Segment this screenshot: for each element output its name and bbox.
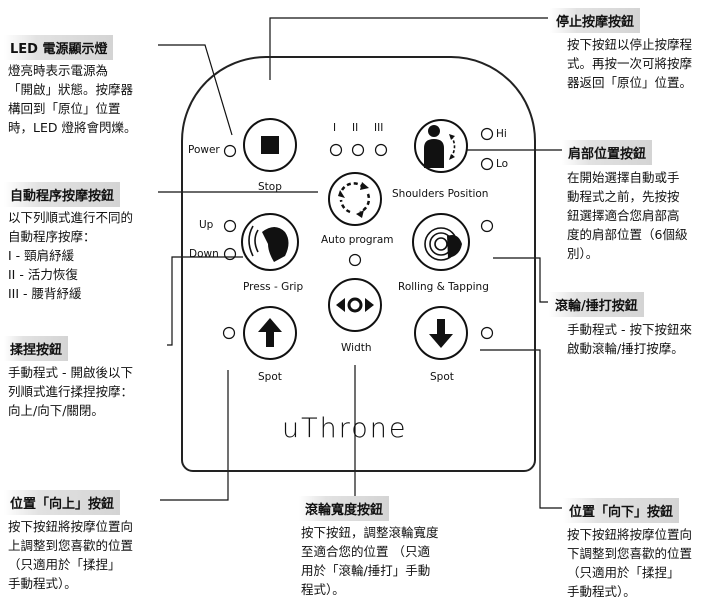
led-description: 燈亮時表示電源為 「開啟」狀態。按摩器 構回到「原位」位置 時，LED 燈將會閃…: [8, 63, 137, 135]
stop-description: 按下按鈕以停止按摩程 式。再按一次可將按摩 器返回「原位」位置。: [567, 37, 693, 90]
spot-up-button[interactable]: [243, 306, 297, 360]
up-description: 按下按鈕將按摩位置向 上調整到您喜歡的位置 （只適用於「揉捏」 手動程式）。: [8, 519, 134, 591]
spot-right-label: Spot: [430, 371, 454, 383]
shoulder-description: 在開始選擇自動或手 動程式之前，先按按 鈕選擇適合您肩部高 度的肩部位置（6個級…: [567, 170, 688, 261]
rolling-tapping-label: Rolling & Tapping: [398, 281, 489, 293]
width-arrows-icon: [336, 297, 374, 313]
down-label: Down: [189, 248, 219, 260]
power-label: Power: [188, 144, 220, 156]
arrow-down-icon: [429, 319, 453, 348]
grip-title: 揉捏按鈕: [4, 336, 69, 361]
shoulder-title: 肩部位置按鈕: [562, 140, 653, 165]
brand-logo: uThrone: [282, 413, 408, 444]
press-grip-label: Press - Grip: [243, 281, 304, 293]
auto-description: 以下列順式進行不同的 自動程序按摩： I - 頸肩紓緩 II - 活力恢復 II…: [8, 210, 134, 301]
rolling-title: 滾輪/捶打按鈕: [549, 292, 644, 317]
width-description: 按下按鈕，調整滾輪寬度 至適合您的位置 （只適 用於「滾輪/捶打」手動 程式）。: [301, 525, 439, 597]
hand-grip-icon: [248, 225, 289, 262]
led-title: LED 電源顯示燈: [4, 35, 114, 60]
down-led: [223, 247, 237, 261]
spot-left-label: Spot: [258, 371, 282, 383]
body-silhouette-icon: [424, 125, 456, 168]
hi-led: [480, 127, 494, 141]
shoulders-position-label: Shoulders Position: [392, 188, 489, 200]
level-label-3: III: [374, 122, 384, 134]
auto-program-label: Auto program: [321, 234, 394, 246]
spot-down-led: [480, 326, 494, 340]
arrow-up-icon: [258, 318, 282, 347]
hi-label: Hi: [496, 128, 507, 140]
auto-program-button[interactable]: [328, 172, 382, 226]
press-grip-button[interactable]: [241, 213, 299, 271]
grip-description: 手動程式 - 開啟後以下 列順式進行揉捏按摩： 向上/向下/關閉。: [8, 365, 134, 418]
down-title: 位置「向下」按鈕: [563, 498, 680, 523]
up-title: 位置「向上」按鈕: [4, 490, 121, 515]
lo-led: [480, 157, 494, 171]
stop-button[interactable]: [243, 118, 297, 172]
rolling-led: [480, 219, 494, 233]
down-description: 按下按鈕將按摩位置向 下調整到您喜歡的位置 （只適用於「揉捏」 手動程式）。: [567, 527, 693, 599]
auto-cycle-icon: [339, 182, 371, 214]
shoulders-position-button[interactable]: [414, 119, 468, 173]
hand-tapping-icon: [424, 227, 462, 261]
level-led-2: [351, 143, 365, 157]
control-panel: [181, 56, 536, 472]
level-label-2: II: [352, 122, 359, 134]
up-led: [223, 219, 237, 233]
auto-title: 自動程序按摩按鈕: [4, 182, 121, 207]
level-led-3: [374, 143, 388, 157]
stop-square-icon: [261, 136, 279, 154]
stop-label: Stop: [258, 181, 282, 193]
rolling-description: 手動程式 - 按下按鈕來 啟動滾輪/捶打按摩。: [567, 322, 692, 356]
spot-up-led: [222, 326, 236, 340]
auto-led: [348, 253, 362, 267]
level-label-1: I: [333, 122, 337, 134]
width-button[interactable]: [328, 278, 382, 332]
rolling-tapping-button[interactable]: [412, 213, 470, 271]
spot-down-button[interactable]: [414, 306, 468, 360]
width-title: 滾輪寬度按鈕: [299, 496, 390, 521]
width-label: Width: [341, 342, 372, 354]
power-led: [223, 144, 237, 158]
lo-label: Lo: [496, 158, 509, 170]
stop-title: 停止按摩按鈕: [550, 8, 641, 33]
level-led-1: [329, 143, 343, 157]
up-label: Up: [199, 219, 214, 231]
